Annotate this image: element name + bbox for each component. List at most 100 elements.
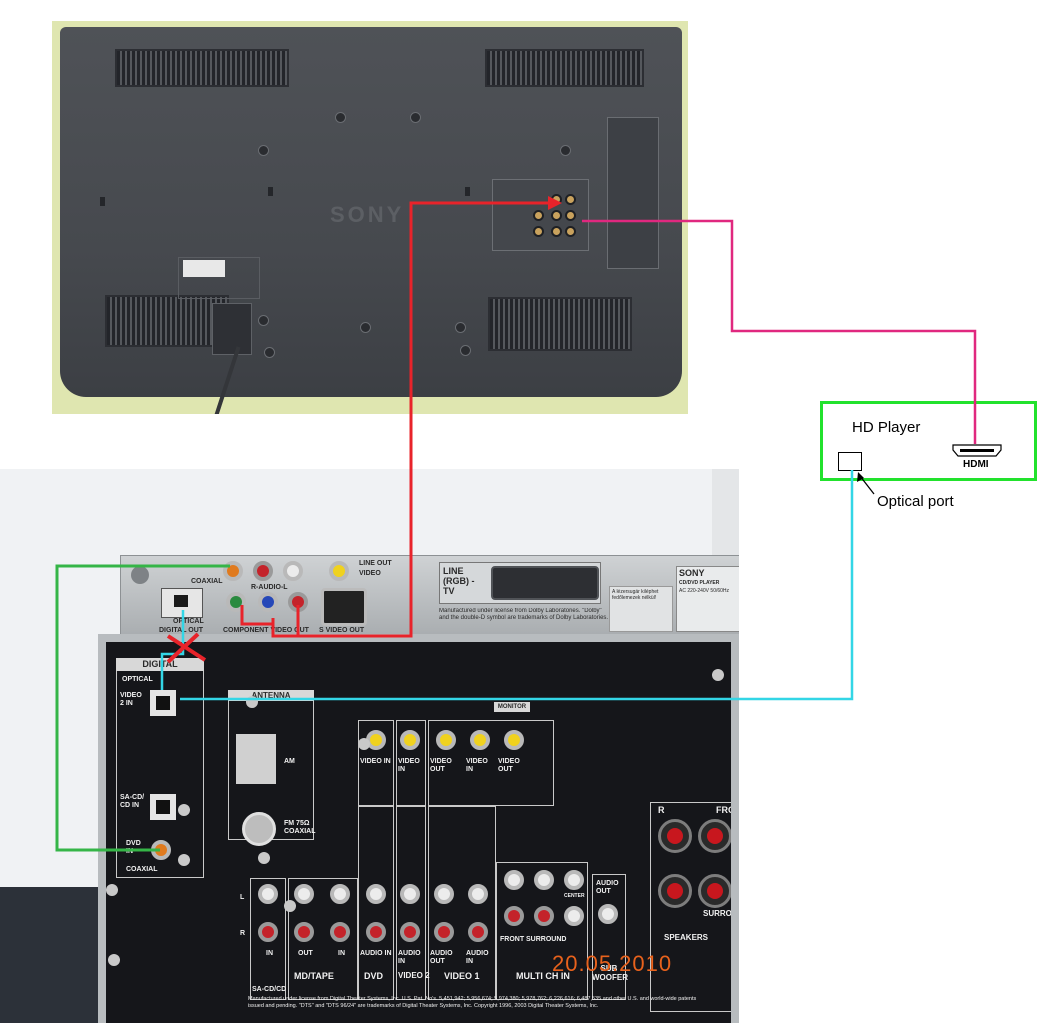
dvd-player-rear: COAXIAL R-AUDIO-L LINE OUT VIDEO OPTICAL… [120,555,739,637]
receiver-screw [358,738,370,750]
tv-jack [565,194,576,205]
receiver-section-multi-ch: MULTI CH IN [516,971,570,981]
receiver-sacd-r-jack [258,922,278,942]
dvd-optical-label: OPTICAL [173,618,204,625]
tv-rear-photo: SONY [52,21,688,414]
receiver-fm-label: FM 75Ω COAXIAL [284,820,316,835]
dvd-warning-label: A lézersugár kiléphet fedőlemezek nélkül… [609,586,673,632]
receiver-optical-video2-jack [150,690,176,716]
dvd-scart-connector [491,566,599,600]
tv-rear-panel: SONY [60,27,682,414]
receiver-sacd-l-jack [258,884,278,904]
optical-port-pointer [859,475,875,495]
dvd-component-label: COMPONENT VIDEO OUT [223,627,309,634]
tv-screw [560,145,571,156]
receiver-sacd-box [250,878,286,1000]
component-cable-arrowhead [548,196,562,210]
dvd-component-pb-jack [258,592,278,612]
tv-screw [460,345,471,356]
receiver-speakers-front-label: FRONT [716,805,739,815]
tv-av-connector-panel [492,179,589,251]
receiver-front-label: FRONT [500,936,525,943]
receiver-monitor-header: MONITOR [494,702,530,712]
component-cable-branch [240,605,273,626]
receiver-center-label: CENTER [564,893,585,899]
tv-screw [360,322,371,333]
receiver-dvd-video-box [358,720,394,806]
receiver-video1-video-in-label: VIDEO IN [466,758,488,773]
receiver-monitor-video-out-jack [504,730,524,750]
tv-sticker [183,260,225,277]
receiver-sub-woofer-jack [598,904,618,924]
dvd-line-rgb-label: LINE (RGB) -TV [443,566,475,596]
tv-jack [533,210,544,221]
component-cable [271,201,556,638]
hdmi-label: HDMI [963,459,989,470]
tv-screw [264,347,275,358]
receiver-r-label: R [240,930,246,937]
tv-screw [410,112,421,123]
receiver-multich-center-jack [564,870,584,890]
tv-slot [268,187,273,196]
receiver-digital-header: DIGITAL [116,658,204,671]
receiver-speaker-terminal [658,819,692,853]
receiver-mdtape-in-l-jack [330,884,350,904]
receiver-video1-audio-out-r-jack [434,922,454,942]
receiver-video2-audio-l-jack [400,884,420,904]
receiver-coaxial-label: COAXIAL [126,866,158,873]
receiver-speaker-terminal [698,819,732,853]
receiver-video2-video-in-label: VIDEO IN [398,758,420,773]
receiver-sacd-label: SA-CD/ CD IN [120,794,145,809]
dvd-rating-label: SONY CD/DVD PLAYER AC 220-240V 50/60Hz [676,566,739,632]
dvd-power-label: AC 220-240V 50/60Hz [679,588,730,594]
receiver-surround-label: SURROUND [526,936,567,943]
tv-top-left-vent [115,49,289,87]
receiver-dvd-audio-r-jack [366,922,386,942]
dvd-line-out-label: LINE OUT [359,560,392,567]
receiver-section-video2: VIDEO 2 [398,971,430,980]
tv-slot [465,187,470,196]
receiver-video1-audio-in-label: AUDIO IN [466,950,489,965]
receiver-dts-notice: Manufactured under license from Digital … [248,996,697,1009]
receiver-dvd-audio-box [358,806,394,1000]
receiver-fm-jack [242,812,276,846]
tv-screw [335,112,346,123]
receiver-speakers-r-label: R [658,805,665,815]
receiver-antenna-header: ANTENNA [228,690,314,701]
receiver-antenna-label: ANTENNA [251,691,291,700]
hd-player-box [820,401,1037,481]
tv-screw [258,315,269,326]
receiver-mdtape-box [288,878,358,1000]
receiver-multi-ch-box [496,862,588,1000]
dvd-video-label: VIDEO [359,570,381,577]
dvd-screw [131,566,149,584]
receiver-optical-sacd-jack [150,794,176,820]
receiver-section-dvd: DVD [364,971,384,981]
receiver-digital-label: DIGITAL [142,659,178,669]
receiver-video2-audio-in-label: AUDIO IN [398,950,421,965]
receiver-monitor-video-out-label: VIDEO OUT [498,758,520,773]
receiver-screw [178,854,190,866]
receiver-dvd-audio-in-label: AUDIO IN [360,950,392,957]
dvd-warning-text: A lézersugár kiléphet fedőlemezek nélkül… [612,589,659,601]
receiver-section-mdtape: MD/TAPE [294,971,334,981]
tv-jack [551,226,562,237]
receiver-mdtape-out-l-jack [294,884,314,904]
receiver-video2-in-label: VIDEO 2 IN [120,692,142,707]
receiver-video1-audio-box [428,806,496,1000]
receiver-sub-woofer-box [592,874,626,1000]
receiver-screw [178,804,190,816]
coaxial-cable [55,564,230,852]
tv-power-inlet [212,303,252,355]
receiver-screw [108,954,120,966]
tv-jack [533,226,544,237]
receiver-section-sacd: SA-CD/CD [252,986,287,993]
dvd-audio-l-jack [283,561,303,581]
receiver-l-label: L [240,894,245,901]
dvd-model-label: CD/DVD PLAYER [679,580,720,586]
receiver-audio-out-label: AUDIO OUT [596,880,619,895]
shelf [0,887,100,1023]
hd-player-title: HD Player [852,419,921,436]
receiver-video2-video-in-jack [400,730,420,750]
